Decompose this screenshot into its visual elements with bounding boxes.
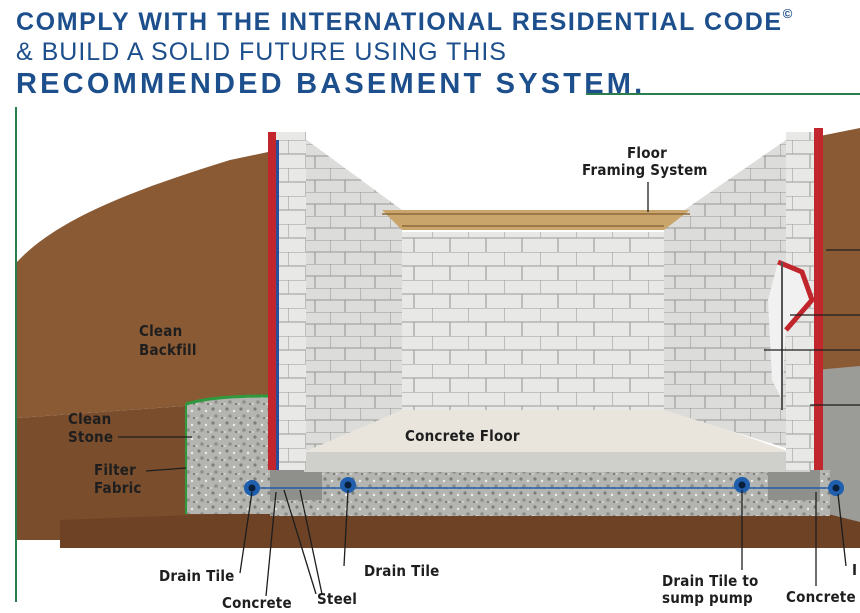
left-side-wall (304, 138, 402, 452)
filter-fabric-line (185, 394, 271, 406)
label-edge-right: I (852, 561, 858, 579)
footing-right (768, 470, 820, 500)
left-wall-face (276, 132, 306, 470)
label-clean-backfill-line-1: Clean (139, 322, 183, 340)
label-clean-backfill-line-2: Backfill (139, 341, 197, 359)
footing-left (270, 470, 322, 500)
waterproofing-right (814, 128, 823, 470)
label-filter-fabric-line-1: Filter (94, 461, 136, 479)
label-floor-framing-line-1: Floor (626, 144, 668, 162)
label-floor-framing: Floor (621, 144, 673, 163)
leader-lines (118, 182, 860, 597)
label-drain-tile-left: Drain Tile (159, 567, 235, 585)
label-floor-framing-line-2: Framing System (582, 161, 708, 179)
label-concrete-left: Concrete (222, 594, 292, 612)
heading-line-3: RECOMMENDED BASEMENT SYSTEM. (16, 68, 646, 100)
label-drain-tile-sump-line-2: sump pump (662, 589, 753, 607)
wall-cutaway (768, 262, 812, 400)
label-filter-fabric-line-2: Fabric (94, 479, 142, 497)
soil-below-footing (60, 512, 860, 548)
label-concrete-right: Concrete (786, 588, 856, 606)
label-clean-stone-line-2: Stone (68, 428, 114, 446)
copyright-mark: © (782, 5, 794, 21)
label-drain-tile-center: Drain Tile (364, 562, 440, 580)
gravel-bed (270, 470, 830, 516)
back-wall (402, 232, 664, 410)
label-clean-stone-line-1: Clean (68, 410, 112, 428)
label-steel: Steel (317, 590, 358, 608)
floor-framing-joist (382, 210, 690, 230)
heading-line-2: & BUILD A SOLID FUTURE USING THIS (16, 38, 507, 66)
right-side-wall (664, 140, 786, 448)
waterproofing-left (268, 132, 276, 470)
insulation-left (276, 140, 279, 470)
label-concrete-floor: Concrete Floor (405, 427, 520, 445)
heading-rule (586, 93, 860, 95)
concrete-floor-slab (304, 408, 790, 452)
clean-stone-left (186, 396, 270, 514)
label-drain-tile-sump-line-1: Drain Tile to (662, 572, 759, 590)
heading-line-1: COMPLY WITH THE INTERNATIONAL RESIDENTIA… (16, 5, 794, 37)
left-margin-rule (15, 107, 17, 602)
heading-line-1-text: COMPLY WITH THE INTERNATIONAL RESIDENTIA… (16, 8, 783, 36)
